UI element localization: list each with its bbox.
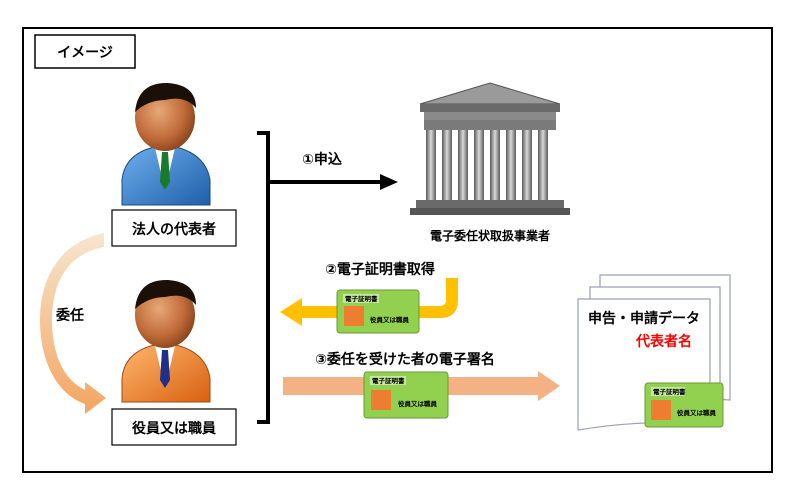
delegation-label: 委任 — [55, 307, 84, 324]
certificate-title: 電子証明書 — [372, 376, 405, 385]
representative-label-box: 法人の代表者 — [111, 209, 237, 247]
title-text: イメージ — [57, 45, 113, 61]
certificate-title: 電子証明書 — [653, 387, 686, 396]
certificate-title: 電子証明書 — [345, 294, 378, 303]
staff-label: 役員又は職員 — [132, 420, 216, 437]
certificate-card-icon: 電子証明書 役員又は職員 — [363, 371, 449, 419]
step-apply-label: ①申込 — [302, 151, 342, 168]
group-bracket — [257, 131, 270, 424]
certificate-holder: 役員又は職員 — [370, 315, 410, 324]
businessman-icon — [121, 82, 211, 206]
apply-arrow — [270, 174, 398, 190]
agency-label: 電子委任状取扱事業者 — [430, 228, 550, 243]
businessman-icon — [121, 279, 211, 403]
certificate-holder: 役員又は職員 — [677, 408, 717, 417]
staff-label-box: 役員又は職員 — [111, 408, 237, 446]
delegation-arrow — [40, 233, 106, 414]
certificate-card-icon: 電子証明書 役員又は職員 — [644, 382, 724, 428]
title-box: イメージ — [34, 34, 136, 69]
certificate-card-icon: 電子証明書 役員又は職員 — [336, 289, 420, 334]
bank-building-icon — [410, 82, 570, 215]
step-obtain-label: ②電子証明書取得 — [325, 261, 435, 278]
diagram-frame — [22, 27, 773, 473]
step-sign-label: ③委任を受けた者の電子署名 — [315, 351, 495, 368]
document-signer-label: 代表者名 — [635, 333, 692, 350]
representative-label: 法人の代表者 — [132, 221, 216, 238]
document-title: 申告・申請データ — [588, 310, 700, 327]
certificate-holder: 役員又は職員 — [398, 399, 438, 408]
